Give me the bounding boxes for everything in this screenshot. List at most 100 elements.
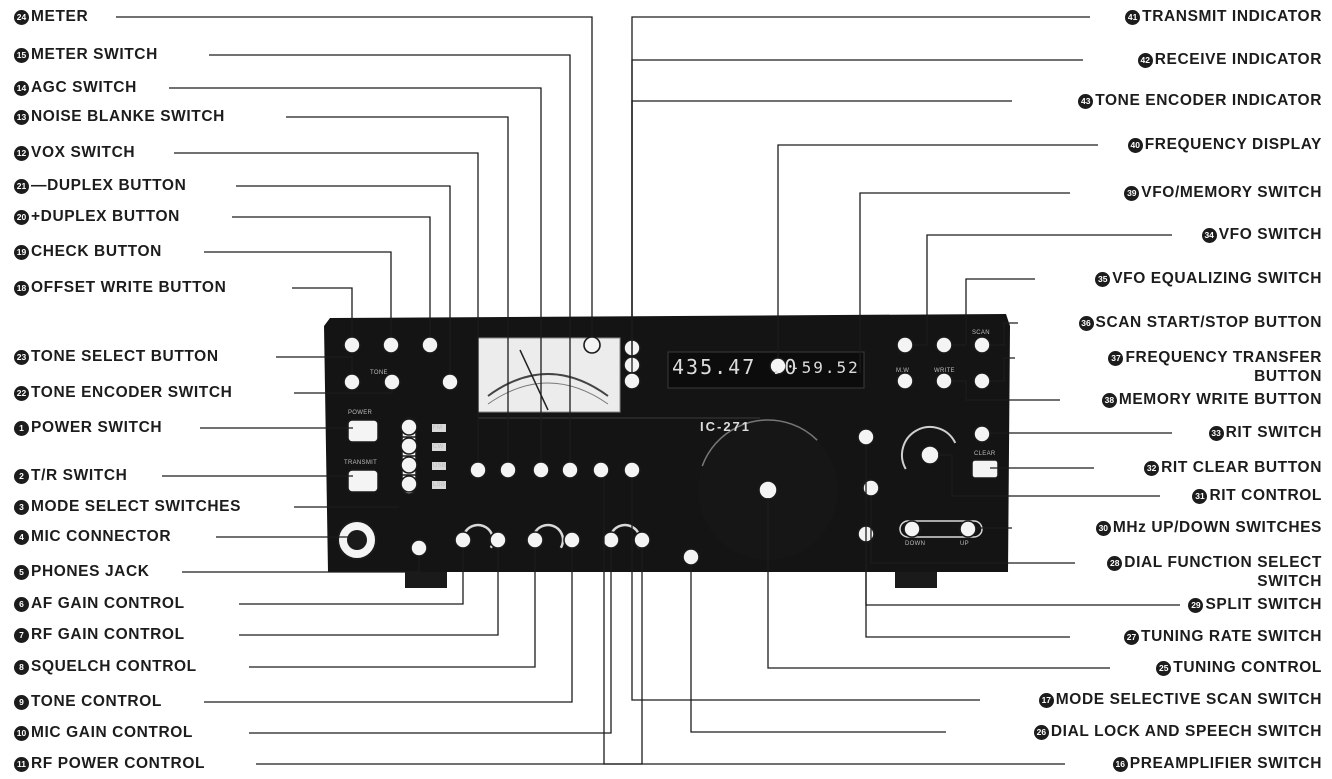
leader-meter: [116, 16, 593, 337]
control-mark: [903, 520, 921, 538]
leader-mic-gain-control: [249, 548, 612, 734]
callout-number: 3: [14, 499, 29, 515]
display-window: [667, 351, 865, 389]
mode-label-fm: FM: [433, 425, 443, 431]
control-mark: [633, 531, 651, 549]
leader-scan-start-stop-button: [990, 322, 1018, 346]
rit-knob: [920, 445, 940, 465]
control-mark: [421, 336, 439, 354]
callout-number: 37: [1108, 350, 1124, 366]
mic-connector-hole: [347, 530, 367, 550]
meter-needle: [519, 349, 549, 411]
mode-label-usb: USB: [433, 463, 447, 469]
leader-dial-lock-and-speech-switch: [690, 565, 946, 733]
scan-panel-label: SCAN: [972, 330, 990, 336]
callout-number: 24: [14, 9, 29, 25]
down-panel-label: DOWN: [905, 541, 926, 547]
callout-number: 16: [1112, 756, 1128, 772]
model-name: IC-271: [700, 419, 752, 434]
callout-text: VOX SWITCH: [31, 144, 136, 161]
leader-receive-indicator: [631, 59, 1083, 357]
leader-tone-select-button: [276, 356, 353, 374]
callout-text: PREAMPLIFIER SWITCH: [1129, 755, 1322, 772]
control-mark: [410, 539, 428, 557]
callout-text: FREQUENCY TRANSFER: [1125, 349, 1322, 366]
callout-text: MODE SELECTIVE SCAN SWITCH: [1055, 691, 1322, 708]
control-mark: [383, 373, 401, 391]
control-mark: [454, 531, 472, 549]
tuning-dial-knob: [758, 480, 778, 500]
control-mark: [896, 372, 914, 390]
callout-text: SCAN START/STOP BUTTON: [1095, 314, 1322, 331]
callout-number: 32: [1144, 460, 1160, 476]
callout-text: NOISE BLANKE SWITCH: [31, 108, 225, 125]
callout-text: RF POWER CONTROL: [31, 755, 206, 772]
callout-minus-duplex-button: 21—DUPLEX BUTTON: [14, 175, 186, 197]
callout-plus-duplex-button: 20+DUPLEX BUTTON: [14, 206, 180, 228]
callout-number: 31: [1192, 488, 1208, 504]
leader-plus-duplex-button: [232, 216, 431, 337]
leader-tone-encoder-indicator: [631, 100, 1012, 373]
frequency-digits-right: -59.52: [790, 358, 860, 377]
callout-text: MIC GAIN CONTROL: [31, 724, 194, 741]
callout-number: 29: [1188, 597, 1204, 613]
callout-number: 10: [14, 725, 29, 741]
callout-text: VFO SWITCH: [1218, 226, 1322, 243]
leader-squelch-control: [249, 548, 536, 668]
mode-label-cw: CW: [433, 444, 444, 450]
callout-number: 13: [14, 109, 29, 125]
control-mark: [973, 372, 991, 390]
control-mark: [896, 336, 914, 354]
callout-number: 36: [1078, 315, 1094, 331]
leader-mode-selective-scan-switch: [631, 478, 980, 701]
leader-rit-control: [938, 454, 1160, 497]
mhz-bar: [899, 520, 983, 538]
leader-af-gain-control: [239, 548, 464, 605]
callout-text: SPLIT SWITCH: [1205, 596, 1322, 613]
callout-text: CHECK BUTTON: [31, 243, 162, 260]
leader-vox-switch: [174, 152, 479, 462]
callout-number: 41: [1125, 9, 1141, 25]
callout-text: RIT CONTROL: [1209, 487, 1322, 504]
callout-text: POWER SWITCH: [31, 419, 163, 436]
callout-text: MHz UP/DOWN SWITCHES: [1112, 519, 1322, 536]
leader-offset-write-button: [292, 287, 353, 337]
leader-phones-jack: [182, 556, 420, 573]
control-mark: [400, 475, 418, 493]
control-mark: [561, 461, 579, 479]
callout-text: TONE SELECT BUTTON: [31, 348, 219, 365]
callout-number: 1: [14, 420, 29, 436]
control-mark: [857, 428, 875, 446]
leader-vfo-equalizing-switch: [952, 278, 1035, 346]
leader-agc-switch: [169, 87, 542, 462]
leader-preamplifier-switch: [603, 478, 1065, 765]
control-mark: [532, 461, 550, 479]
control-mark: [602, 531, 620, 549]
leader-vfo-switch: [913, 234, 1172, 346]
